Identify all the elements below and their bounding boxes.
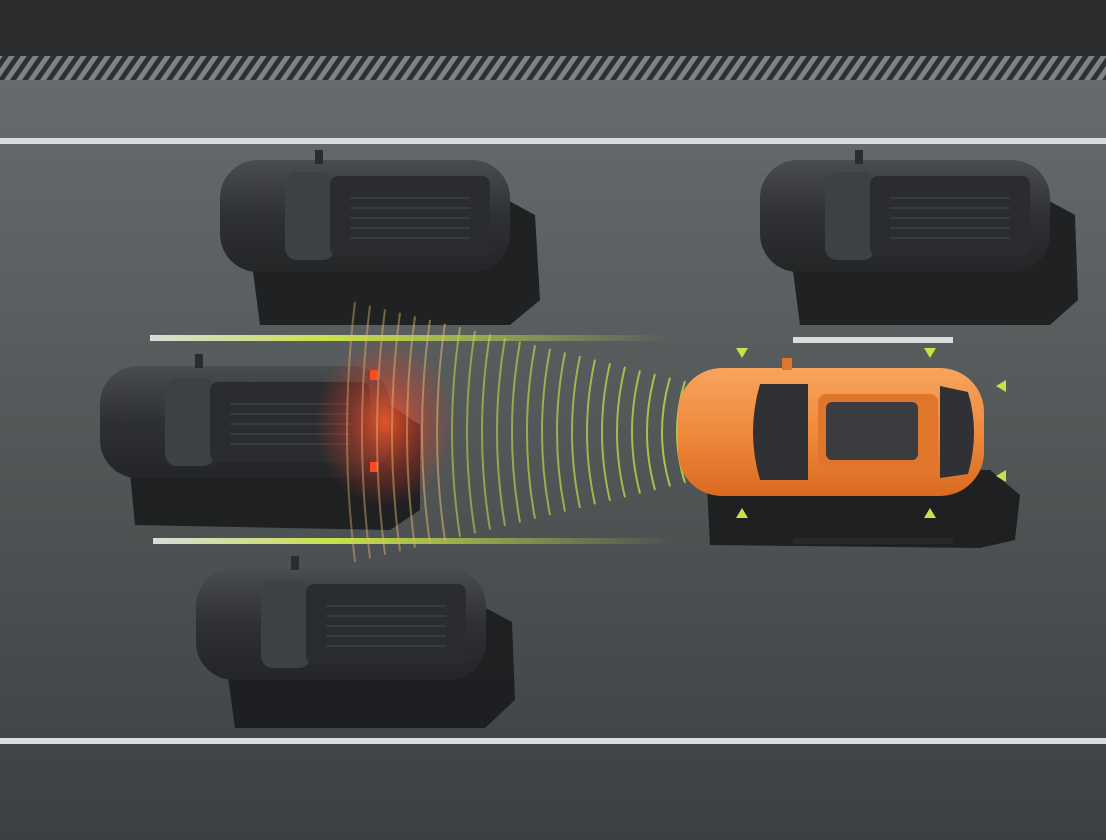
slot-line-upper [150,335,670,341]
sensor-wave-arc [391,312,401,552]
proximity-indicators [736,348,1006,518]
indicator-triangle [996,470,1006,482]
sensor-wave-arc [406,316,416,548]
sensor-wave-arc [421,319,431,545]
sensor-wave-arc [496,337,506,527]
indicator-triangle [996,380,1006,392]
sensor-wave-arc [676,380,686,484]
sensor-wave-arc [436,323,446,541]
sensor-wave-arc [346,301,356,563]
sensor-wave-arc [646,373,656,491]
sensor-wave-arc [571,355,581,509]
parked-car-middle-left [100,337,455,530]
indicator-triangle [924,348,936,358]
slot-line-lower [153,538,673,544]
sensor-wave-arc [616,366,626,498]
sensor-wave-arc [361,305,371,559]
sensor-wave-arc [481,334,491,530]
sensor-wave-arc [451,327,461,537]
ego-car-orange [678,358,1020,548]
lane-line-top [0,138,1106,144]
sensor-wave-arc [661,377,671,487]
lane-line-bottom [0,738,1106,744]
brake-warning-glow [315,337,455,507]
sensor-wave-arc [466,330,476,534]
sensor-wave-arc [631,370,641,494]
sensor-wave-arc [526,345,536,519]
sensor-wave-arc [541,348,551,516]
indicator-triangle [736,508,748,518]
slot-line-upper-right [793,337,953,343]
indicator-triangle [924,508,936,518]
curb-top [0,0,1106,56]
sensor-wave-arc [376,309,386,555]
sensor-wave-arc [511,341,521,523]
indicator-triangle [736,348,748,358]
sensor-wave-arc [556,352,566,512]
sensor-wave-arc [601,362,611,502]
parked-car-bottom-left [196,556,515,728]
parked-car-top-left [220,150,540,325]
curb-hatch [0,56,1106,80]
parked-car-top-right [760,150,1078,325]
sensor-wave-arc [586,359,596,505]
